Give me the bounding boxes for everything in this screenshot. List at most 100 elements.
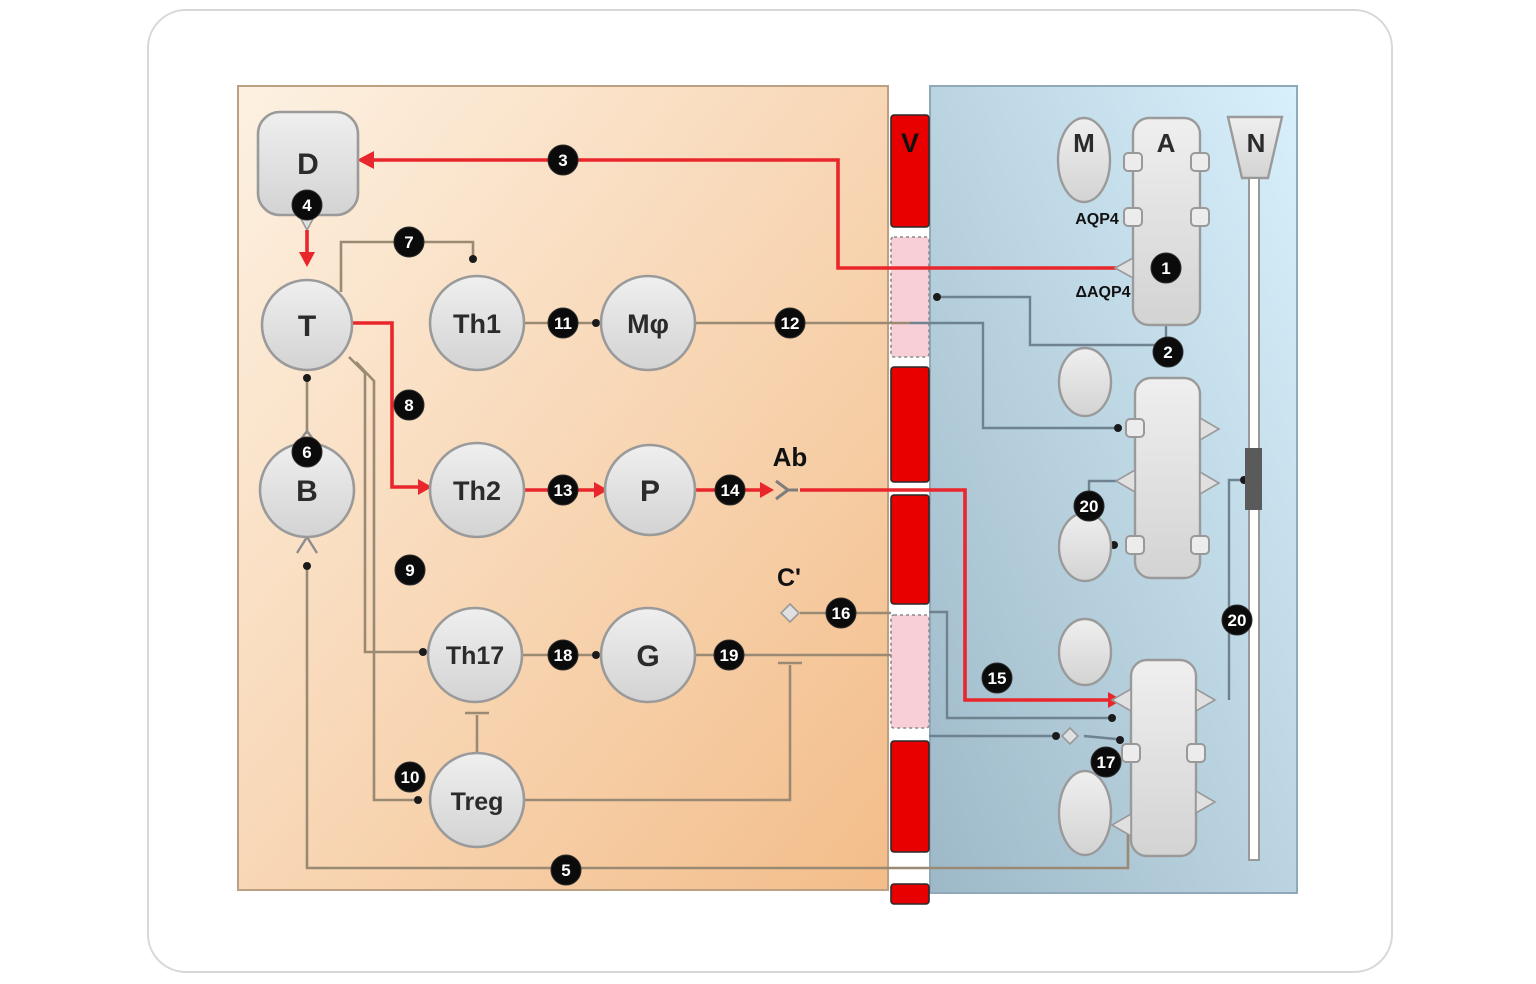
damage-spike-icon: [1195, 789, 1217, 815]
vessel-leaky-segment: [890, 236, 930, 358]
svg-text:8: 8: [404, 396, 413, 415]
step-badge-14: 14: [714, 474, 746, 506]
damage-spike-icon: [1199, 416, 1221, 442]
step-badges: 3 4 7 11 12 8 6 13 14 9 16 18 19 10 5 1 …: [291, 144, 1253, 886]
vessel-bar: V: [890, 114, 930, 905]
granulocyte-cell-label: G: [636, 640, 659, 673]
svg-text:2: 2: [1163, 343, 1172, 362]
step-badge-1: 1: [1150, 252, 1182, 284]
svg-text:20: 20: [1228, 611, 1247, 630]
damage-spike-icon: [1195, 687, 1217, 713]
step-badge-8: 8: [393, 389, 425, 421]
svg-text:15: 15: [988, 669, 1007, 688]
microglia-label: M: [1073, 128, 1095, 158]
glial-cell: [1057, 769, 1113, 857]
svg-text:9: 9: [405, 561, 414, 580]
step-badge-17: 17: [1090, 746, 1122, 778]
vessel-leaky-segment: [890, 614, 930, 729]
damage-spike-icon: [1110, 812, 1132, 838]
treg-cell-label: Treg: [451, 788, 504, 816]
aqp4-channel-icon: [1123, 207, 1143, 227]
vessel-red-segment: [890, 114, 930, 228]
complement-source-diamond-icon: [779, 602, 801, 624]
complement-label: C': [777, 564, 801, 592]
step-badge-2: 2: [1152, 336, 1184, 368]
step-badge-3: 3: [547, 144, 579, 176]
step-badge-20a: 20: [1073, 490, 1105, 522]
glial-cell: [1057, 511, 1113, 583]
vessel-red-segment: [890, 883, 930, 905]
treg-cell: [428, 751, 526, 849]
step-badge-20b: 20: [1221, 604, 1253, 636]
antibody-label: Ab: [773, 442, 808, 472]
svg-text:7: 7: [404, 233, 413, 252]
th17-cell: [426, 606, 524, 704]
vessel-red-segment: [890, 740, 930, 853]
svg-text:5: 5: [561, 861, 570, 880]
astrocyte-release-spike: [1113, 256, 1134, 280]
delta-aqp4-label: ΔAQP4: [1075, 284, 1130, 301]
neuron-label: N: [1247, 128, 1266, 158]
svg-text:12: 12: [781, 314, 800, 333]
b-cell-label: B: [296, 475, 318, 508]
svg-text:19: 19: [720, 646, 739, 665]
step-badge-13: 13: [547, 474, 579, 506]
plasma-cell: [603, 443, 697, 537]
periphery-cells: D T B Th1 Mφ Th2 P Th17 G Treg: [256, 110, 697, 849]
aqp4-channel-icon: [1186, 743, 1206, 763]
step-badge-5: 5: [550, 854, 582, 886]
vessel-red-segment: [890, 366, 930, 483]
step-badge-9: 9: [394, 554, 426, 586]
t-cell: [260, 278, 354, 372]
neuron-cell: [1226, 115, 1284, 180]
step-badge-7: 7: [393, 226, 425, 258]
vessel-red-segment: [890, 494, 930, 605]
aqp4-channel-icon: [1190, 535, 1210, 555]
cns-cells: M A AQP4 ΔAQP4 N: [1056, 115, 1284, 861]
th1-cell: [428, 274, 526, 372]
antibody-icon: [775, 479, 798, 501]
dendritic-cell-label: D: [297, 148, 319, 181]
macrophage-cell-label: Mφ: [627, 309, 669, 339]
svg-text:6: 6: [302, 443, 311, 462]
microglia-cell: [1056, 116, 1112, 204]
step-badge-15: 15: [981, 662, 1013, 694]
step-badge-10: 10: [394, 761, 426, 793]
astrocyte-label: A: [1157, 128, 1176, 158]
svg-text:11: 11: [554, 314, 572, 333]
step-badge-12: 12: [774, 307, 806, 339]
svg-text:18: 18: [554, 646, 573, 665]
step-badge-11: 11: [547, 307, 579, 339]
svg-text:1: 1: [1161, 259, 1170, 278]
th2-cell-label: Th2: [453, 476, 501, 506]
svg-text:10: 10: [401, 768, 420, 787]
th17-cell-label: Th17: [446, 642, 504, 670]
complement-diamond-icon: [1060, 726, 1080, 746]
step-badge-16: 16: [825, 597, 857, 629]
damage-spike-icon: [1199, 470, 1221, 496]
step-badge-6: 6: [291, 436, 323, 468]
plasma-cell-label: P: [640, 475, 660, 508]
glial-cell: [1057, 617, 1113, 687]
aqp4-channel-icon: [1125, 535, 1145, 555]
th1-cell-label: Th1: [453, 309, 501, 339]
macrophage-cell: [599, 274, 697, 372]
vessel-label: V: [901, 128, 919, 158]
step-badge-19: 19: [713, 639, 745, 671]
granulocyte-cell: [599, 606, 697, 704]
damage-spike-icon: [1110, 687, 1132, 713]
svg-text:16: 16: [832, 604, 851, 623]
axon: [1248, 177, 1260, 861]
aqp4-channel-icon: [1190, 207, 1210, 227]
t-cell-label: T: [298, 310, 316, 343]
th2-cell: [428, 441, 526, 539]
step-badge-18: 18: [547, 639, 579, 671]
red-pathways: [298, 151, 1128, 708]
svg-text:3: 3: [558, 151, 567, 170]
aqp4-label: AQP4: [1075, 211, 1119, 228]
axon-lesion: [1245, 448, 1262, 510]
glial-cell: [1057, 346, 1113, 418]
svg-text:17: 17: [1097, 753, 1116, 772]
aqp4-channel-icon: [1121, 743, 1141, 763]
